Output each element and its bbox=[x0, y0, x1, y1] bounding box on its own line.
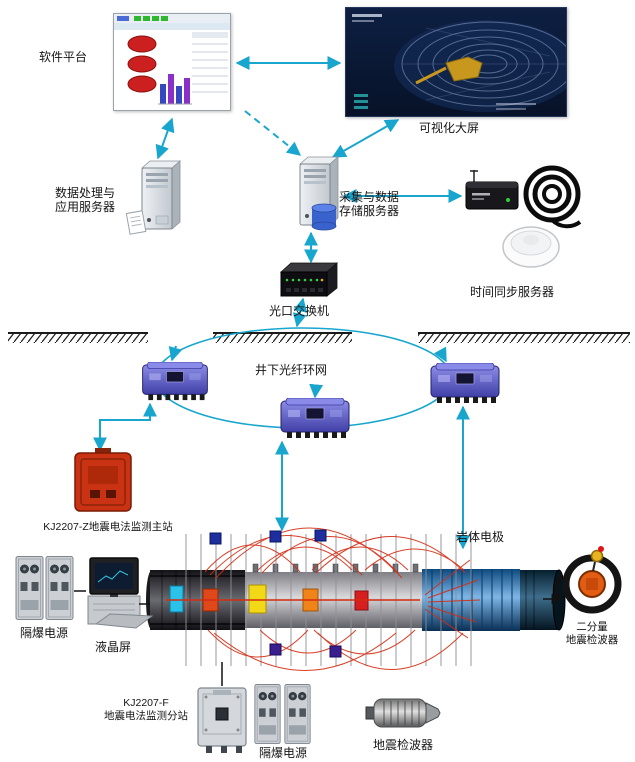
arrow-software-to-appserver bbox=[155, 117, 175, 160]
main-station-label: KJ2207-Z地震电法监测主站 bbox=[43, 521, 173, 533]
two-component-geophone-device bbox=[554, 546, 622, 614]
flameproof-power-left-2 bbox=[45, 556, 74, 620]
ground-surface bbox=[8, 332, 630, 343]
gps-dome-antenna-icon bbox=[502, 226, 560, 268]
software-platform-label: 软件平台 bbox=[38, 50, 88, 64]
black-connectors bbox=[74, 590, 563, 686]
two-component-label-line1: 二分量 bbox=[576, 621, 608, 633]
substation-f-device bbox=[197, 687, 247, 753]
cable-coil-icon bbox=[523, 165, 582, 229]
field-lines bbox=[204, 527, 481, 671]
app-server-label: 数据处理与 应用服务器 bbox=[55, 186, 115, 214]
flameproof-left-label: 隔爆电源 bbox=[19, 626, 69, 640]
substation-f-label-line2: 地震电法监测分站 bbox=[104, 710, 188, 722]
arrow-switch-to-ring bbox=[292, 297, 308, 328]
flameproof-bottom-label: 隔爆电源 bbox=[258, 746, 308, 760]
hud-text-marks bbox=[352, 14, 536, 110]
connection-arrows bbox=[93, 56, 470, 550]
lcd-label: 液晶屏 bbox=[94, 640, 132, 654]
time-sync-label: 时间同步服务器 bbox=[469, 285, 555, 299]
source-blocks bbox=[166, 584, 420, 614]
time-sync-device bbox=[465, 170, 519, 210]
fiber-ring-label: 井下光纤环网 bbox=[254, 363, 328, 377]
substation-f-label: KJ2207-F 地震电法监测分站 bbox=[104, 697, 188, 723]
substation-center-icon bbox=[280, 398, 350, 439]
flameproof-power-bottom-2 bbox=[284, 684, 311, 744]
arrow-ring-to-substation-left bbox=[168, 345, 183, 362]
lcd-screen-device bbox=[87, 557, 154, 629]
two-component-label: 二分量 地震检波器 bbox=[566, 621, 619, 647]
main-station-device bbox=[74, 448, 132, 512]
storage-server-label-line1: 采集与数据 bbox=[338, 190, 400, 204]
geophone-device bbox=[365, 698, 441, 728]
arrow-storage-to-bigscreen bbox=[331, 119, 400, 158]
two-component-label-line2: 地震检波器 bbox=[565, 634, 619, 646]
flameproof-power-bottom-1 bbox=[254, 684, 281, 744]
substation-left-icon bbox=[142, 362, 208, 401]
arrow-ring-to-substation-right bbox=[433, 346, 447, 363]
arrow-dashed-software-to-storage bbox=[244, 110, 302, 156]
document-sheet-icon bbox=[125, 210, 147, 235]
storage-server-label-line2: 存储服务器 bbox=[338, 204, 400, 218]
app-server-icon bbox=[141, 160, 181, 230]
substation-f-label-line1: KJ2207-F bbox=[123, 697, 169, 709]
substation-right-icon bbox=[430, 363, 500, 404]
storage-server-label: 采集与数据 存储服务器 bbox=[339, 190, 399, 218]
software-platform-screenshot bbox=[113, 13, 231, 111]
database-cylinder-icon bbox=[311, 203, 337, 231]
app-server-label-line2: 应用服务器 bbox=[54, 200, 116, 214]
optical-switch-device bbox=[279, 262, 339, 297]
excavator-graphic bbox=[415, 56, 483, 85]
borehole-assembly bbox=[146, 527, 566, 671]
arrow-ring-to-substation-center bbox=[309, 383, 324, 399]
visualization-label: 可视化大屏 bbox=[418, 121, 480, 135]
flameproof-power-left-1 bbox=[15, 556, 44, 620]
app-server-label-line1: 数据处理与 bbox=[54, 186, 116, 200]
optical-switch-label: 光口交换机 bbox=[268, 304, 330, 318]
rock-electrode-label: 岩体电极 bbox=[455, 530, 505, 544]
rock-electrode-squares bbox=[209, 529, 342, 658]
geophone-label: 地震检波器 bbox=[372, 738, 434, 752]
arrow-substation-to-mainstation bbox=[93, 402, 157, 452]
tunnel-visualization-screenshot bbox=[345, 7, 567, 117]
